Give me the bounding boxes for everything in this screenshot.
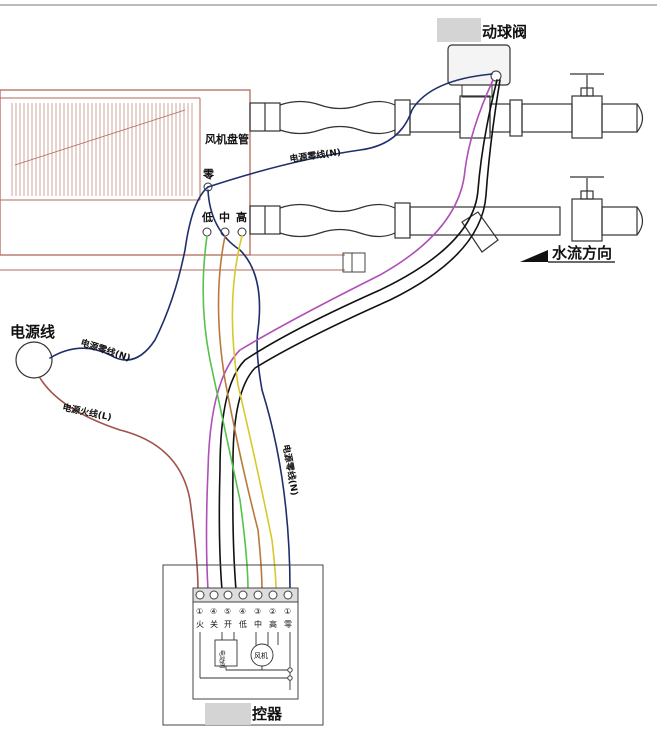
terminal-label: 零: [284, 620, 292, 629]
label-live: 电源火线(L): [61, 401, 112, 423]
controller-label: 控器: [252, 705, 283, 723]
wire-black-1: [218, 79, 498, 591]
fan-high-terminal: [237, 227, 247, 237]
terminal-number: ④: [210, 607, 217, 616]
controller-screws: [195, 590, 293, 600]
terminal-label: 高: [269, 619, 277, 629]
label-neutral-top: 电源零线(N): [289, 146, 342, 165]
wire-black-2: [232, 79, 501, 591]
water-flow-arrow: [520, 250, 615, 263]
power-source-circle: [15, 341, 53, 379]
terminal-number: ⑤: [224, 607, 231, 616]
controller-box: [162, 564, 324, 726]
terminal-label: 中: [254, 619, 262, 629]
terminal-label: 火: [196, 620, 204, 629]
obscured-label-valve: [437, 18, 481, 42]
speed-low-label: 低: [201, 210, 213, 224]
wire-neutral-upper: [207, 73, 493, 188]
ball-valve-actuator: [447, 44, 511, 98]
wire-live: [39, 377, 199, 591]
power-line-label: 电源线: [10, 323, 55, 341]
controller-terminal-screw: [209, 590, 219, 600]
fan-low-terminal: [202, 227, 212, 237]
wire-neutral-left: [49, 186, 209, 361]
wire-purple: [205, 79, 494, 591]
terminal-label: 开: [224, 620, 232, 629]
fan-coil-label: 风机盘管: [205, 132, 249, 146]
terminal-number: ④: [239, 607, 246, 616]
controller-terminal-screw: [195, 590, 205, 600]
upper-pipe: [249, 73, 644, 139]
controller-terminal-screw: [268, 590, 278, 600]
fan-coil-fins: [11, 103, 193, 196]
terminal-number: ③: [254, 607, 261, 616]
fan-box-label: 风机: [254, 651, 268, 660]
lower-pipe: [249, 176, 644, 253]
terminal-number: ①: [284, 607, 291, 616]
wire-neutral-down: [207, 189, 291, 591]
label-neutral-left: 电源零线(N): [79, 336, 132, 363]
wire-green: [202, 235, 249, 591]
fan-coil-unit: [0, 89, 366, 273]
controller-terminal-screw: [253, 590, 263, 600]
neutral-mark: 零: [202, 168, 215, 181]
water-flow-label: 水流方向: [552, 244, 612, 262]
terminal-label: 低: [239, 619, 247, 629]
speed-high-label: 高: [236, 210, 247, 224]
controller-circuit: [199, 632, 293, 690]
wires: [39, 73, 501, 591]
controller-terminal-screw: [238, 590, 248, 600]
wire-orange: [217, 235, 263, 591]
controller-terminal-screw: [283, 590, 293, 600]
ball-valve-label: 动球阀: [482, 23, 527, 41]
wire-yellow: [231, 235, 277, 591]
terminal-label: 关: [210, 619, 218, 629]
obscured-label-controller: [205, 703, 251, 725]
speed-mid-label: 中: [219, 210, 230, 224]
terminal-number: ②: [269, 607, 276, 616]
valve-box-label: 电动阀: [218, 650, 226, 668]
terminal-number: ①: [196, 607, 203, 616]
controller-terminal-screw: [223, 590, 233, 600]
